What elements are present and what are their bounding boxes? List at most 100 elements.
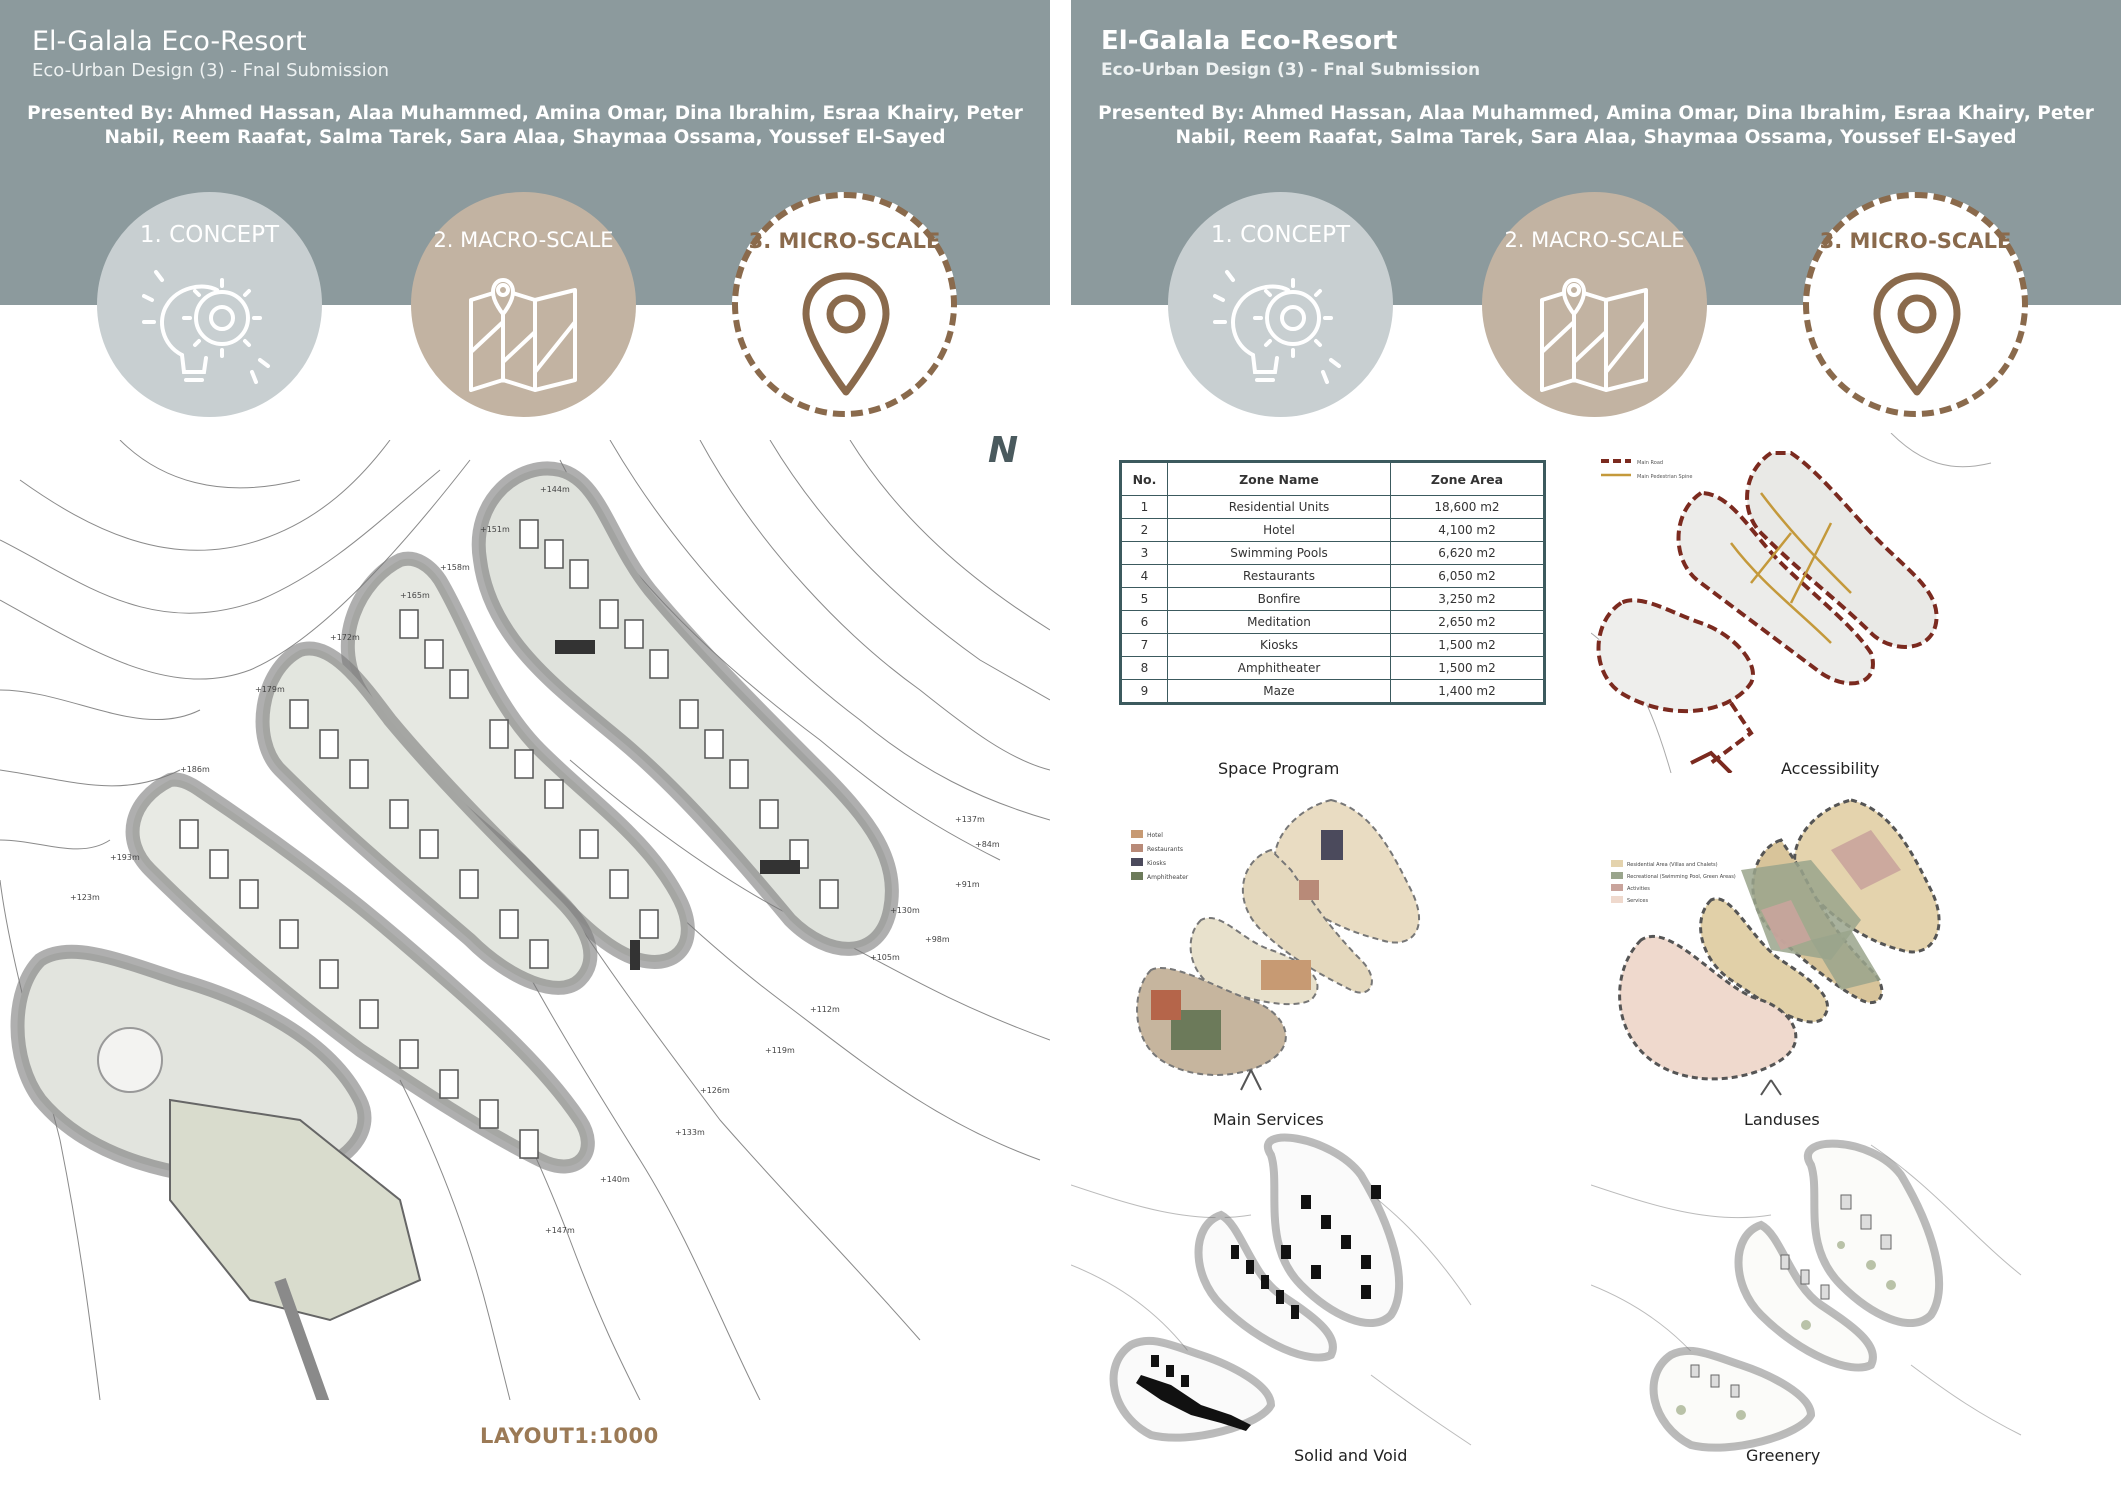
svg-text:+119m: +119m [765,1046,795,1055]
left-sheet: El-Galala Eco-Resort Eco-Urban Design (3… [0,0,1050,1499]
location-pin-icon [802,272,890,396]
svg-text:+91m: +91m [955,880,980,889]
layout-scale-label: LAYOUT1:1000 [480,1424,659,1448]
cell-zone-area: 6,620 m2 [1390,541,1545,565]
macro-scale-step[interactable]: 2. MACRO-SCALE [1482,192,1707,417]
legend-pedestrian-spine: Main Pedestrian Spine [1637,474,1693,480]
micro-scale-step[interactable]: 3. MICRO-SCALE [732,192,957,417]
map-pin-icon [1540,278,1648,392]
solid-void-caption: Solid and Void [1294,1446,1408,1465]
north-arrow-icon: N [988,430,1019,471]
col-header-no: No. [1120,461,1168,496]
solid-void-diagram[interactable] [1071,1125,1491,1455]
legend-services: Services [1627,898,1648,904]
cell-zone-area: 1,400 m2 [1390,679,1545,704]
svg-text:+151m: +151m [480,525,510,534]
cell-zone-name: Maze [1167,679,1391,704]
svg-text:+105m: +105m [870,953,900,962]
svg-text:+186m: +186m [180,765,210,774]
concept-step[interactable]: 1. CONCEPT [1168,192,1393,417]
legend-recreational: Recreational (Swimming Pool, Green Areas… [1627,874,1736,880]
cell-no: 7 [1120,633,1168,657]
macro-scale-step[interactable]: 2. MACRO-SCALE [411,192,636,417]
svg-text:+112m: +112m [810,1005,840,1014]
col-header-zone-name: Zone Name [1167,461,1391,496]
main-services-caption: Main Services [1213,1110,1324,1129]
landuses-caption: Landuses [1744,1110,1820,1129]
main-services-diagram[interactable]: Hotel Restaurants Kiosks Amphitheater [1131,790,1511,1100]
greenery-diagram[interactable] [1591,1125,2031,1455]
cell-zone-area: 6,050 m2 [1390,564,1545,588]
cell-zone-name: Residential Units [1167,495,1391,519]
cell-no: 1 [1120,495,1168,519]
cell-zone-area: 1,500 m2 [1390,633,1545,657]
space-program-caption: Space Program [1218,759,1340,778]
macro-scale-label: 2. MACRO-SCALE [433,228,614,252]
cell-zone-name: Bonfire [1167,587,1391,611]
cell-zone-name: Hotel [1167,518,1391,542]
svg-text:+98m: +98m [925,935,950,944]
project-title: El-Galala Eco-Resort [32,26,307,57]
project-title: El-Galala Eco-Resort [1101,26,1398,56]
svg-text:+126m: +126m [700,1086,730,1095]
table-header-row: No. Zone Name Zone Area [1120,461,1545,496]
col-header-zone-area: Zone Area [1390,461,1545,496]
macro-scale-label: 2. MACRO-SCALE [1504,228,1685,252]
svg-text:+179m: +179m [255,685,285,694]
lightbulb-gear-icon [142,270,270,384]
project-subtitle: Eco-Urban Design (3) - Fnal Submission [32,60,390,81]
project-subtitle: Eco-Urban Design (3) - Fnal Submission [1101,60,1481,80]
right-sheet: El-Galala Eco-Resort Eco-Urban Design (3… [1071,0,2121,1499]
cell-zone-area: 18,600 m2 [1390,495,1545,519]
svg-text:+172m: +172m [330,633,360,642]
cell-no: 2 [1120,518,1168,542]
legend-residential: Residential Area (Villas and Chalets) [1627,862,1718,868]
cell-no: 3 [1120,541,1168,565]
lightbulb-gear-icon [1213,270,1341,384]
cell-zone-name: Kiosks [1167,633,1391,657]
landuses-diagram[interactable]: Residential Area (Villas and Chalets) Re… [1611,790,2031,1100]
micro-scale-label: 3. MICRO-SCALE [748,229,941,253]
cell-zone-name: Swimming Pools [1167,541,1391,565]
map-pin-icon [469,278,577,392]
svg-text:+140m: +140m [600,1175,630,1184]
legend-amphitheater: Amphitheater [1147,874,1189,881]
svg-text:+84m: +84m [975,840,1000,849]
cell-no: 9 [1120,679,1168,704]
legend-activities: Activities [1627,886,1650,892]
legend-kiosks: Kiosks [1147,860,1166,867]
presenters-text: Presented By: Ahmed Hassan, Alaa Muhamme… [27,103,1023,148]
cell-zone-name: Restaurants [1167,564,1391,588]
greenery-caption: Greenery [1746,1446,1821,1465]
concept-label: 1. CONCEPT [139,222,280,248]
cell-zone-area: 1,500 m2 [1390,656,1545,680]
location-pin-icon [1873,272,1961,396]
building-units [179,519,839,1159]
site-master-plan[interactable]: +144m+151m+158m +165m+172m+179m +186m+19… [0,440,1050,1400]
legend-hotel: Hotel [1147,832,1163,839]
concept-step[interactable]: 1. CONCEPT [97,192,322,417]
cell-zone-name: Amphitheater [1167,656,1391,680]
micro-scale-step[interactable]: 3. MICRO-SCALE [1803,192,2028,417]
cell-no: 4 [1120,564,1168,588]
accessibility-diagram[interactable]: Main Road Main Pedestrian Spine [1591,433,2011,773]
legend-main-road: Main Road [1637,460,1663,466]
concept-label: 1. CONCEPT [1210,222,1351,248]
dark-blocks [555,640,800,970]
cell-no: 8 [1120,656,1168,680]
contour-level-labels: +144m+151m+158m +165m+172m+179m +186m+19… [70,485,1000,1235]
presenters-text: Presented By: Ahmed Hassan, Alaa Muhamme… [1098,103,2094,148]
cell-zone-area: 4,100 m2 [1390,518,1545,542]
svg-text:+147m: +147m [545,1226,575,1235]
cell-zone-area: 2,650 m2 [1390,610,1545,634]
